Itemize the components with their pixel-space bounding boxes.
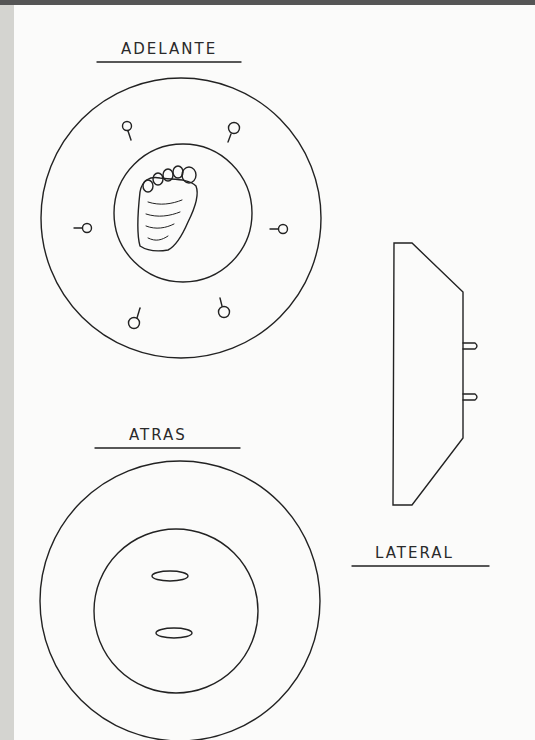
view-label: ATRAS xyxy=(129,428,187,443)
page-edge xyxy=(0,0,535,5)
foot-print xyxy=(138,166,198,251)
pin xyxy=(129,308,141,329)
peg xyxy=(463,394,477,400)
outer-circle xyxy=(40,461,320,740)
underline xyxy=(352,565,489,566)
inner-circle xyxy=(94,529,258,693)
pin xyxy=(74,224,92,233)
slot xyxy=(156,628,192,638)
pin xyxy=(270,225,288,234)
pin xyxy=(219,298,230,318)
peg xyxy=(463,343,477,349)
outer-circle xyxy=(41,78,321,358)
pin xyxy=(228,123,240,143)
pin xyxy=(123,122,132,141)
side-profile xyxy=(393,243,463,505)
page-edge xyxy=(0,0,14,740)
underline xyxy=(97,61,241,62)
view-label: ADELANTE xyxy=(121,42,217,57)
underline xyxy=(95,447,240,448)
view-label: LATERAL xyxy=(375,546,454,561)
inner-circle xyxy=(114,144,252,282)
slot xyxy=(152,571,188,581)
